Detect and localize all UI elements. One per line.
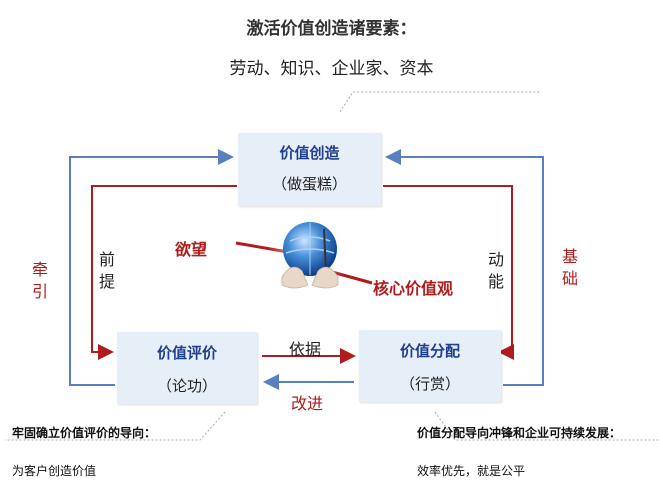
- note-evaluate-bold: 牢固确立价值评价的导向：: [12, 426, 157, 440]
- value-evaluate-title: 价值评价: [156, 344, 217, 362]
- label-basis: 依据: [289, 340, 322, 359]
- dotted-callout-top: [339, 91, 540, 113]
- red-loop-left: [91, 185, 237, 360]
- globe-hands-icon: [268, 215, 352, 289]
- value-create-title: 价值创造: [279, 144, 340, 162]
- value-distribute-sub: （行赏）: [399, 375, 460, 393]
- value-distribute-box: 价值分配 （行赏）: [359, 330, 501, 402]
- blue-loop-left: [69, 149, 234, 386]
- value-create-box: 价值创造 （做蛋糕）: [238, 133, 381, 206]
- label-momentum: 动能: [487, 250, 504, 291]
- page-title: 激活价值创造诸要素：: [246, 19, 417, 39]
- blue-loop-right: [385, 149, 544, 386]
- label-improve: 改进: [291, 394, 324, 413]
- value-evaluate-box: 价值评价 （论功）: [117, 332, 257, 404]
- value-evaluate-sub: （论功）: [156, 377, 217, 395]
- label-traction: 牵引: [31, 260, 48, 301]
- label-premise: 前提: [98, 250, 115, 291]
- page-subtitle: 劳动、知识、企业家、资本: [229, 59, 434, 79]
- note-distribute-bold: 价值分配导向冲锋和企业可持续发展：: [417, 426, 622, 440]
- label-desire: 欲望: [175, 240, 208, 259]
- note-distribute-plain: 效率优先，就是公平: [417, 464, 526, 478]
- value-create-sub: （做蛋糕）: [271, 175, 347, 193]
- red-loop-right: [383, 185, 514, 360]
- label-foundation: 基础: [561, 247, 578, 288]
- value-distribute-title: 价值分配: [399, 342, 460, 360]
- note-evaluate-plain: 为客户创造价值: [12, 464, 97, 478]
- dotted-callout-left: [5, 411, 226, 441]
- label-core-values: 核心价值观: [373, 279, 454, 298]
